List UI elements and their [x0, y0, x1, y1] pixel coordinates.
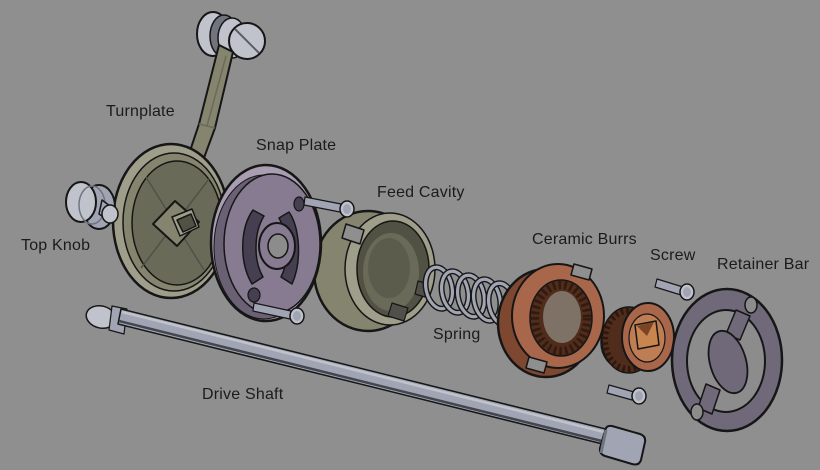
- label-retainer-bar: Retainer Bar: [717, 256, 810, 273]
- crank-handle-part: [186, 11, 266, 167]
- feed-cavity-part: [312, 209, 436, 333]
- label-top-knob: Top Knob: [21, 237, 91, 254]
- snap-plate-pin-bottom: [252, 302, 305, 325]
- label-ceramic-burrs: Ceramic Burrs: [532, 231, 637, 248]
- ceramic-burr-inner-part: [600, 302, 675, 374]
- label-snap-plate: Snap Plate: [256, 137, 337, 154]
- label-drive-shaft: Drive Shaft: [202, 386, 284, 403]
- top-knob-part: [65, 181, 119, 230]
- turnplate-part: [111, 142, 231, 300]
- drive-shaft-part: [85, 304, 647, 466]
- snap-plate-part: [209, 163, 323, 323]
- screw-top-part: [654, 278, 695, 301]
- ceramic-burr-outer-part: [496, 263, 605, 379]
- retainer-bar-part: [670, 287, 784, 433]
- snap-plate-pin-top: [303, 196, 355, 218]
- label-spring: Spring: [433, 326, 481, 343]
- screw-bottom-part: [606, 384, 647, 405]
- label-screw: Screw: [650, 247, 696, 264]
- label-feed-cavity: Feed Cavity: [377, 184, 465, 201]
- label-turnplate: Turnplate: [106, 103, 175, 120]
